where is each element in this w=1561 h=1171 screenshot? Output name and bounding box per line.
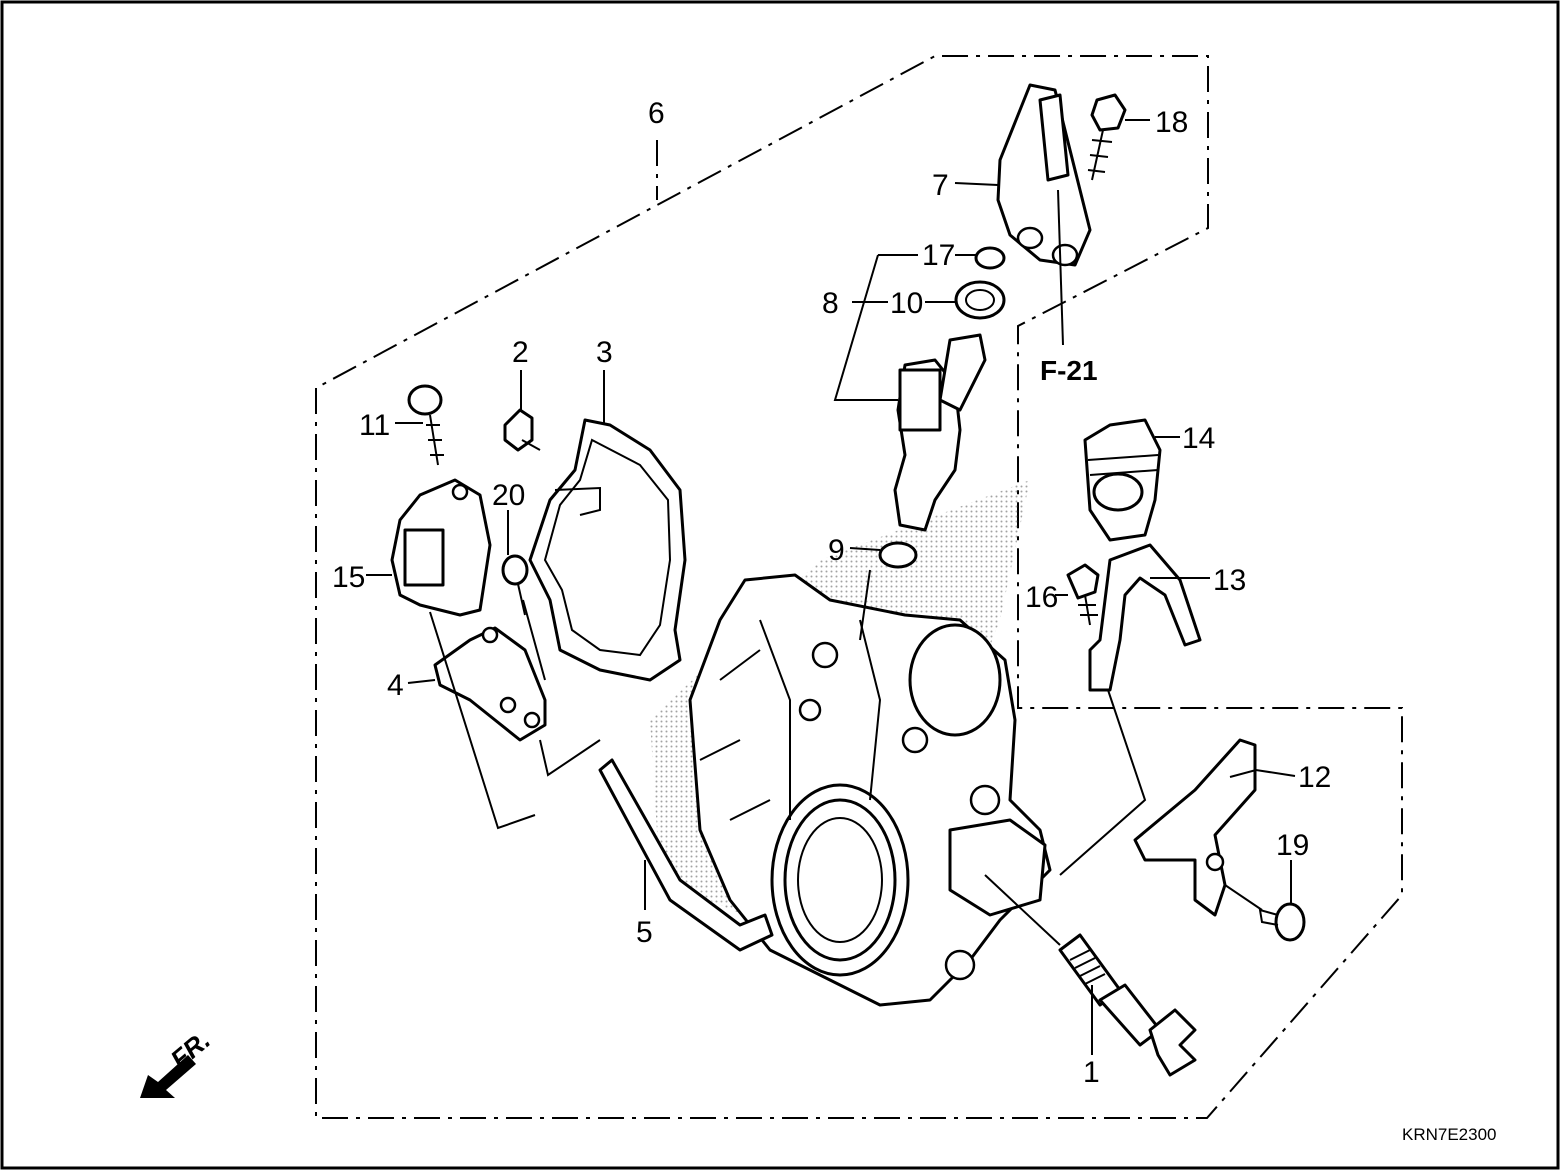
callout-4: 4 [387, 669, 404, 702]
part-11-bolt [407, 384, 444, 466]
callout-11: 11 [359, 409, 390, 442]
part-10-seal [954, 280, 1006, 320]
callout-17: 17 [922, 239, 955, 272]
front-direction-arrow: FR. [140, 1025, 216, 1098]
part-5-hose [598, 758, 774, 952]
part-3-gasket [528, 418, 687, 682]
callout-5: 5 [636, 916, 653, 949]
part-12-stay [1133, 738, 1257, 917]
callout-7: 7 [932, 169, 949, 202]
part-18-bolt [1087, 93, 1127, 181]
callout-18: 18 [1155, 106, 1188, 139]
callout-14: 14 [1182, 422, 1215, 455]
callout-15: 15 [332, 561, 365, 594]
callout-2: 2 [512, 336, 529, 369]
part-7-joint [996, 83, 1092, 267]
throttle-body [688, 573, 1052, 1007]
part-17-o-ring [974, 246, 1006, 270]
reference-label: F-21 [1040, 355, 1098, 386]
part-16-bolt [1066, 563, 1100, 626]
part-14-rubber [1083, 418, 1162, 542]
callout-6: 6 [648, 97, 665, 130]
leader-lines [366, 119, 1296, 1055]
assembly-boundary [315, 55, 1403, 1119]
part-15-sensor [390, 478, 492, 617]
part-9-o-ring [878, 541, 918, 569]
diagram-code: KRN7E2300 [1402, 1125, 1497, 1144]
callout-1: 1 [1083, 1056, 1100, 1089]
part-19-bolt [1258, 902, 1306, 942]
callout-16: 16 [1025, 581, 1058, 614]
callout-8: 8 [822, 287, 839, 320]
callout-9: 9 [828, 534, 845, 567]
part-8-injector [893, 333, 987, 532]
part-20-screw [501, 554, 529, 616]
callout-12: 12 [1298, 761, 1331, 794]
part-2-screw [503, 408, 541, 452]
part-1-screw [1058, 933, 1197, 1077]
callout-labels: 1 2 3 4 5 6 7 8 9 10 11 12 13 14 15 16 1… [332, 97, 1331, 1089]
callout-10: 10 [890, 287, 923, 320]
callout-3: 3 [596, 336, 613, 369]
front-direction-label: FR. [165, 1025, 216, 1075]
callout-19: 19 [1276, 829, 1309, 862]
callout-13: 13 [1213, 564, 1246, 597]
callout-20: 20 [492, 479, 525, 512]
part-4-bracket [433, 626, 547, 742]
part-13-clamp [1088, 543, 1202, 692]
